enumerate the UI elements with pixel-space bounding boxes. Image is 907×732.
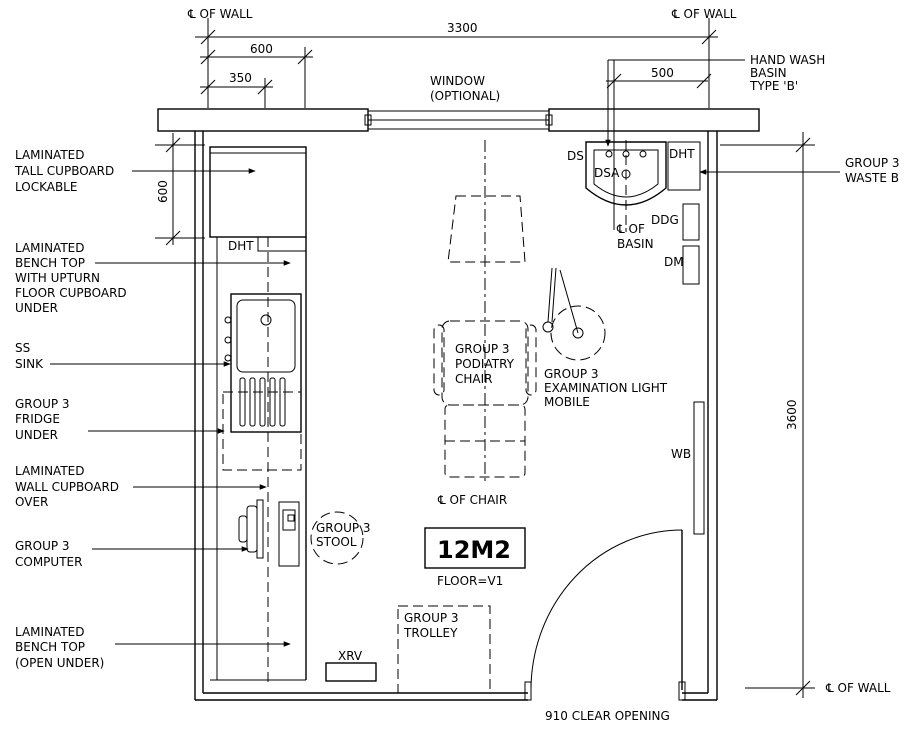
- wall-cupboard-label-1: LAMINATED: [15, 464, 84, 478]
- stool: [310, 511, 364, 565]
- sink-drainer: [239, 377, 286, 427]
- trolley-label-2: TROLLEY: [403, 626, 458, 640]
- tall-cupboard-label-3: LOCKABLE: [15, 180, 77, 194]
- chair-centerline-label: ℄ OF CHAIR: [437, 493, 507, 507]
- sink-label-1: SS: [15, 341, 30, 355]
- light-label-2: EXAMINATION LIGHT: [544, 381, 668, 395]
- chair-label-1: GROUP 3: [455, 342, 510, 356]
- computer-label-1: GROUP 3: [15, 539, 70, 553]
- bench-top-label-4: FLOOR CUPBOARD: [15, 286, 127, 300]
- light-label-3: MOBILE: [544, 395, 590, 409]
- bench-top-label-1: LAMINATED: [15, 241, 84, 255]
- ddg-box: [682, 203, 700, 241]
- bench-open-label-3: (OPEN UNDER): [15, 656, 104, 670]
- dimensions: 3300 600 350 500 600 3600 ℄ OF WALL ℄ OF…: [155, 7, 891, 698]
- dimension-600-top: 600: [250, 42, 273, 56]
- window-label-1: WINDOW: [430, 74, 485, 88]
- hand-wash-label-1: HAND WASH: [750, 53, 825, 67]
- ds-label: DS: [567, 149, 584, 163]
- waste-bin-label-1: GROUP 3: [845, 156, 900, 170]
- tall-cupboard: [209, 146, 307, 238]
- basin-centerline-label-2: BASIN: [617, 237, 654, 251]
- right-labels: HAND WASH BASIN TYPE 'B' GROUP 3 WASTE B: [605, 53, 900, 185]
- fridge-label-1: GROUP 3: [15, 397, 70, 411]
- waste-bin-label-2: WASTE B: [845, 171, 899, 185]
- dimension-350: 350: [229, 71, 252, 85]
- centerline-wall-left-top: ℄ OF WALL: [187, 7, 253, 21]
- xrv-box: [325, 662, 377, 682]
- computer: [238, 499, 300, 567]
- dm-box: [682, 245, 700, 285]
- room-area: 12M2: [437, 536, 511, 564]
- dht-top-label: DHT: [669, 147, 695, 161]
- bench-top-label-3: WITH UPTURN: [15, 271, 100, 285]
- dht-bench-box: [257, 236, 307, 252]
- window-jamb-left: [364, 114, 372, 126]
- examination-light: [542, 267, 606, 361]
- dht-top-box: [667, 141, 701, 191]
- dimension-600-vertical: 600: [156, 180, 170, 203]
- window-label-2: (OPTIONAL): [430, 89, 500, 103]
- wb-label: WB: [671, 447, 691, 461]
- trolley-outline: [397, 605, 491, 694]
- sink-label-2: SINK: [15, 357, 44, 371]
- fridge-label-2: FRIDGE: [15, 412, 60, 426]
- door: [530, 529, 683, 691]
- fridge-under: [222, 391, 302, 471]
- trolley-label-1: GROUP 3: [404, 611, 459, 625]
- centerline-wall-right-top: ℄ OF WALL: [671, 7, 737, 21]
- stool-label-2: STOOL: [316, 535, 357, 549]
- ddg-label: DDG: [651, 213, 679, 227]
- bench-top-label-5: UNDER: [15, 301, 58, 315]
- window-jamb-right: [545, 114, 553, 126]
- wall-cupboard-label-2: WALL CUPBOARD: [15, 480, 119, 494]
- left-labels: LAMINATED TALL CUPBOARD LOCKABLE LAMINAT…: [14, 148, 291, 670]
- light-label-1: GROUP 3: [544, 367, 599, 381]
- door-opening-label: 910 CLEAR OPENING: [545, 709, 670, 723]
- dsa-label: DSA: [594, 166, 620, 180]
- tall-cupboard-label-2: TALL CUPBOARD: [14, 164, 114, 178]
- joinery: [209, 146, 307, 685]
- hand-wash-label-2: BASIN: [750, 66, 787, 80]
- dm-label: DM: [664, 255, 684, 269]
- centerline-wall-bottom: ℄ OF WALL: [825, 681, 891, 695]
- podiatry-chair: [433, 140, 537, 485]
- top-wall-left-hatched: [157, 108, 369, 132]
- dht-bench-label: DHT: [228, 239, 254, 253]
- floor-finish: FLOOR=V1: [437, 574, 503, 588]
- xrv-label: XRV: [338, 649, 363, 663]
- chair-label-2: PODIATRY: [455, 357, 515, 371]
- basin-centerline-label-1: ℄ OF: [616, 222, 645, 236]
- room-area-box: [424, 527, 526, 569]
- computer-label-2: COMPUTER: [15, 555, 82, 569]
- bench-open-label-2: BENCH TOP: [15, 640, 85, 654]
- bench-open-label-1: LAMINATED: [15, 625, 84, 639]
- fridge-label-3: UNDER: [15, 428, 58, 442]
- door-jamb-left: [524, 681, 532, 701]
- hand-wash-basin: [585, 90, 705, 535]
- ss-sink: [230, 293, 302, 433]
- chair-label-3: CHAIR: [455, 372, 493, 386]
- dimension-overall-width: 3300: [447, 21, 478, 35]
- dimension-500: 500: [651, 66, 674, 80]
- tall-cupboard-label-1: LAMINATED: [15, 148, 84, 162]
- wall-cupboard-label-3: OVER: [15, 495, 48, 509]
- hand-wash-label-3: TYPE 'B': [749, 79, 798, 93]
- bench-top-label-2: BENCH TOP: [15, 256, 85, 270]
- stool-label-1: GROUP 3: [316, 521, 371, 535]
- top-wall-right-hatched: [548, 108, 760, 132]
- door-swing-arc: [530, 529, 683, 691]
- dimension-overall-height: 3600: [785, 399, 799, 430]
- wb-box: [693, 401, 705, 535]
